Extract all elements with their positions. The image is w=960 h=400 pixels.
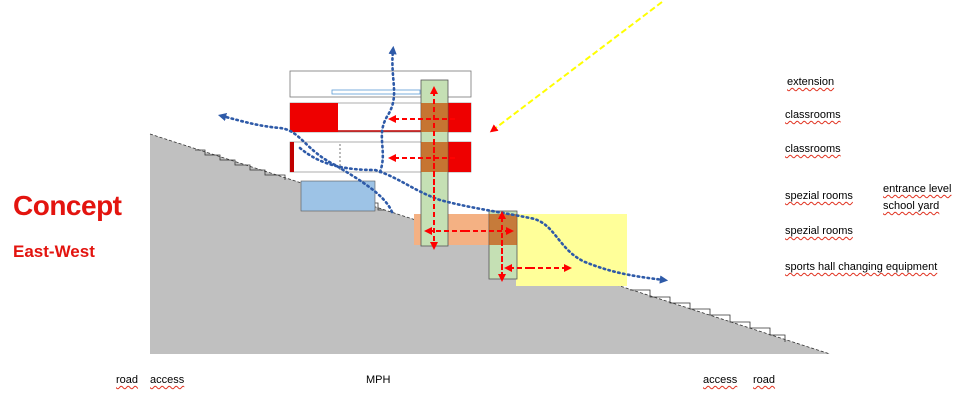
special-rooms-blue (300, 180, 376, 212)
sun-ray (489, 1, 663, 133)
bottom-label-access-left: access (150, 374, 185, 386)
concept-subtitle: East-West (13, 242, 95, 261)
extension-bar (331, 89, 421, 95)
classroom-block-upper-left (290, 103, 338, 132)
label-entrance-level: entrance level (883, 183, 952, 195)
level-label-classrooms-upper: classrooms (785, 109, 841, 121)
flow-path-up (378, 45, 397, 174)
extension-box (289, 70, 472, 98)
level-label-classrooms-lower: classrooms (785, 143, 841, 155)
concept-title: Concept (13, 190, 122, 221)
flow-path-west (217, 113, 394, 214)
flow-path-east-low (298, 146, 669, 284)
level-label-extension: extension (787, 76, 835, 88)
classroom-block-lower-right (448, 142, 471, 172)
classroom-block-upper-right (448, 103, 471, 132)
level-label-sports-hall: sports hall changing equipment (785, 261, 938, 273)
bottom-label-access-right: access (703, 374, 738, 386)
level-label-special-rooms-upper: spezial rooms (785, 190, 853, 202)
level-label-special-rooms-lower: spezial rooms (785, 225, 853, 237)
label-school-yard: school yard (883, 200, 940, 212)
terrain-steps-upper (195, 149, 286, 180)
yellow-sports-zone (516, 214, 627, 286)
bottom-label-road-right: road (753, 374, 776, 386)
terrain-steps-lower (630, 289, 786, 342)
bottom-label-road-left: road (116, 374, 139, 386)
classroom-block-lower-left (290, 142, 294, 172)
bottom-label-mph: MPH (366, 374, 391, 386)
